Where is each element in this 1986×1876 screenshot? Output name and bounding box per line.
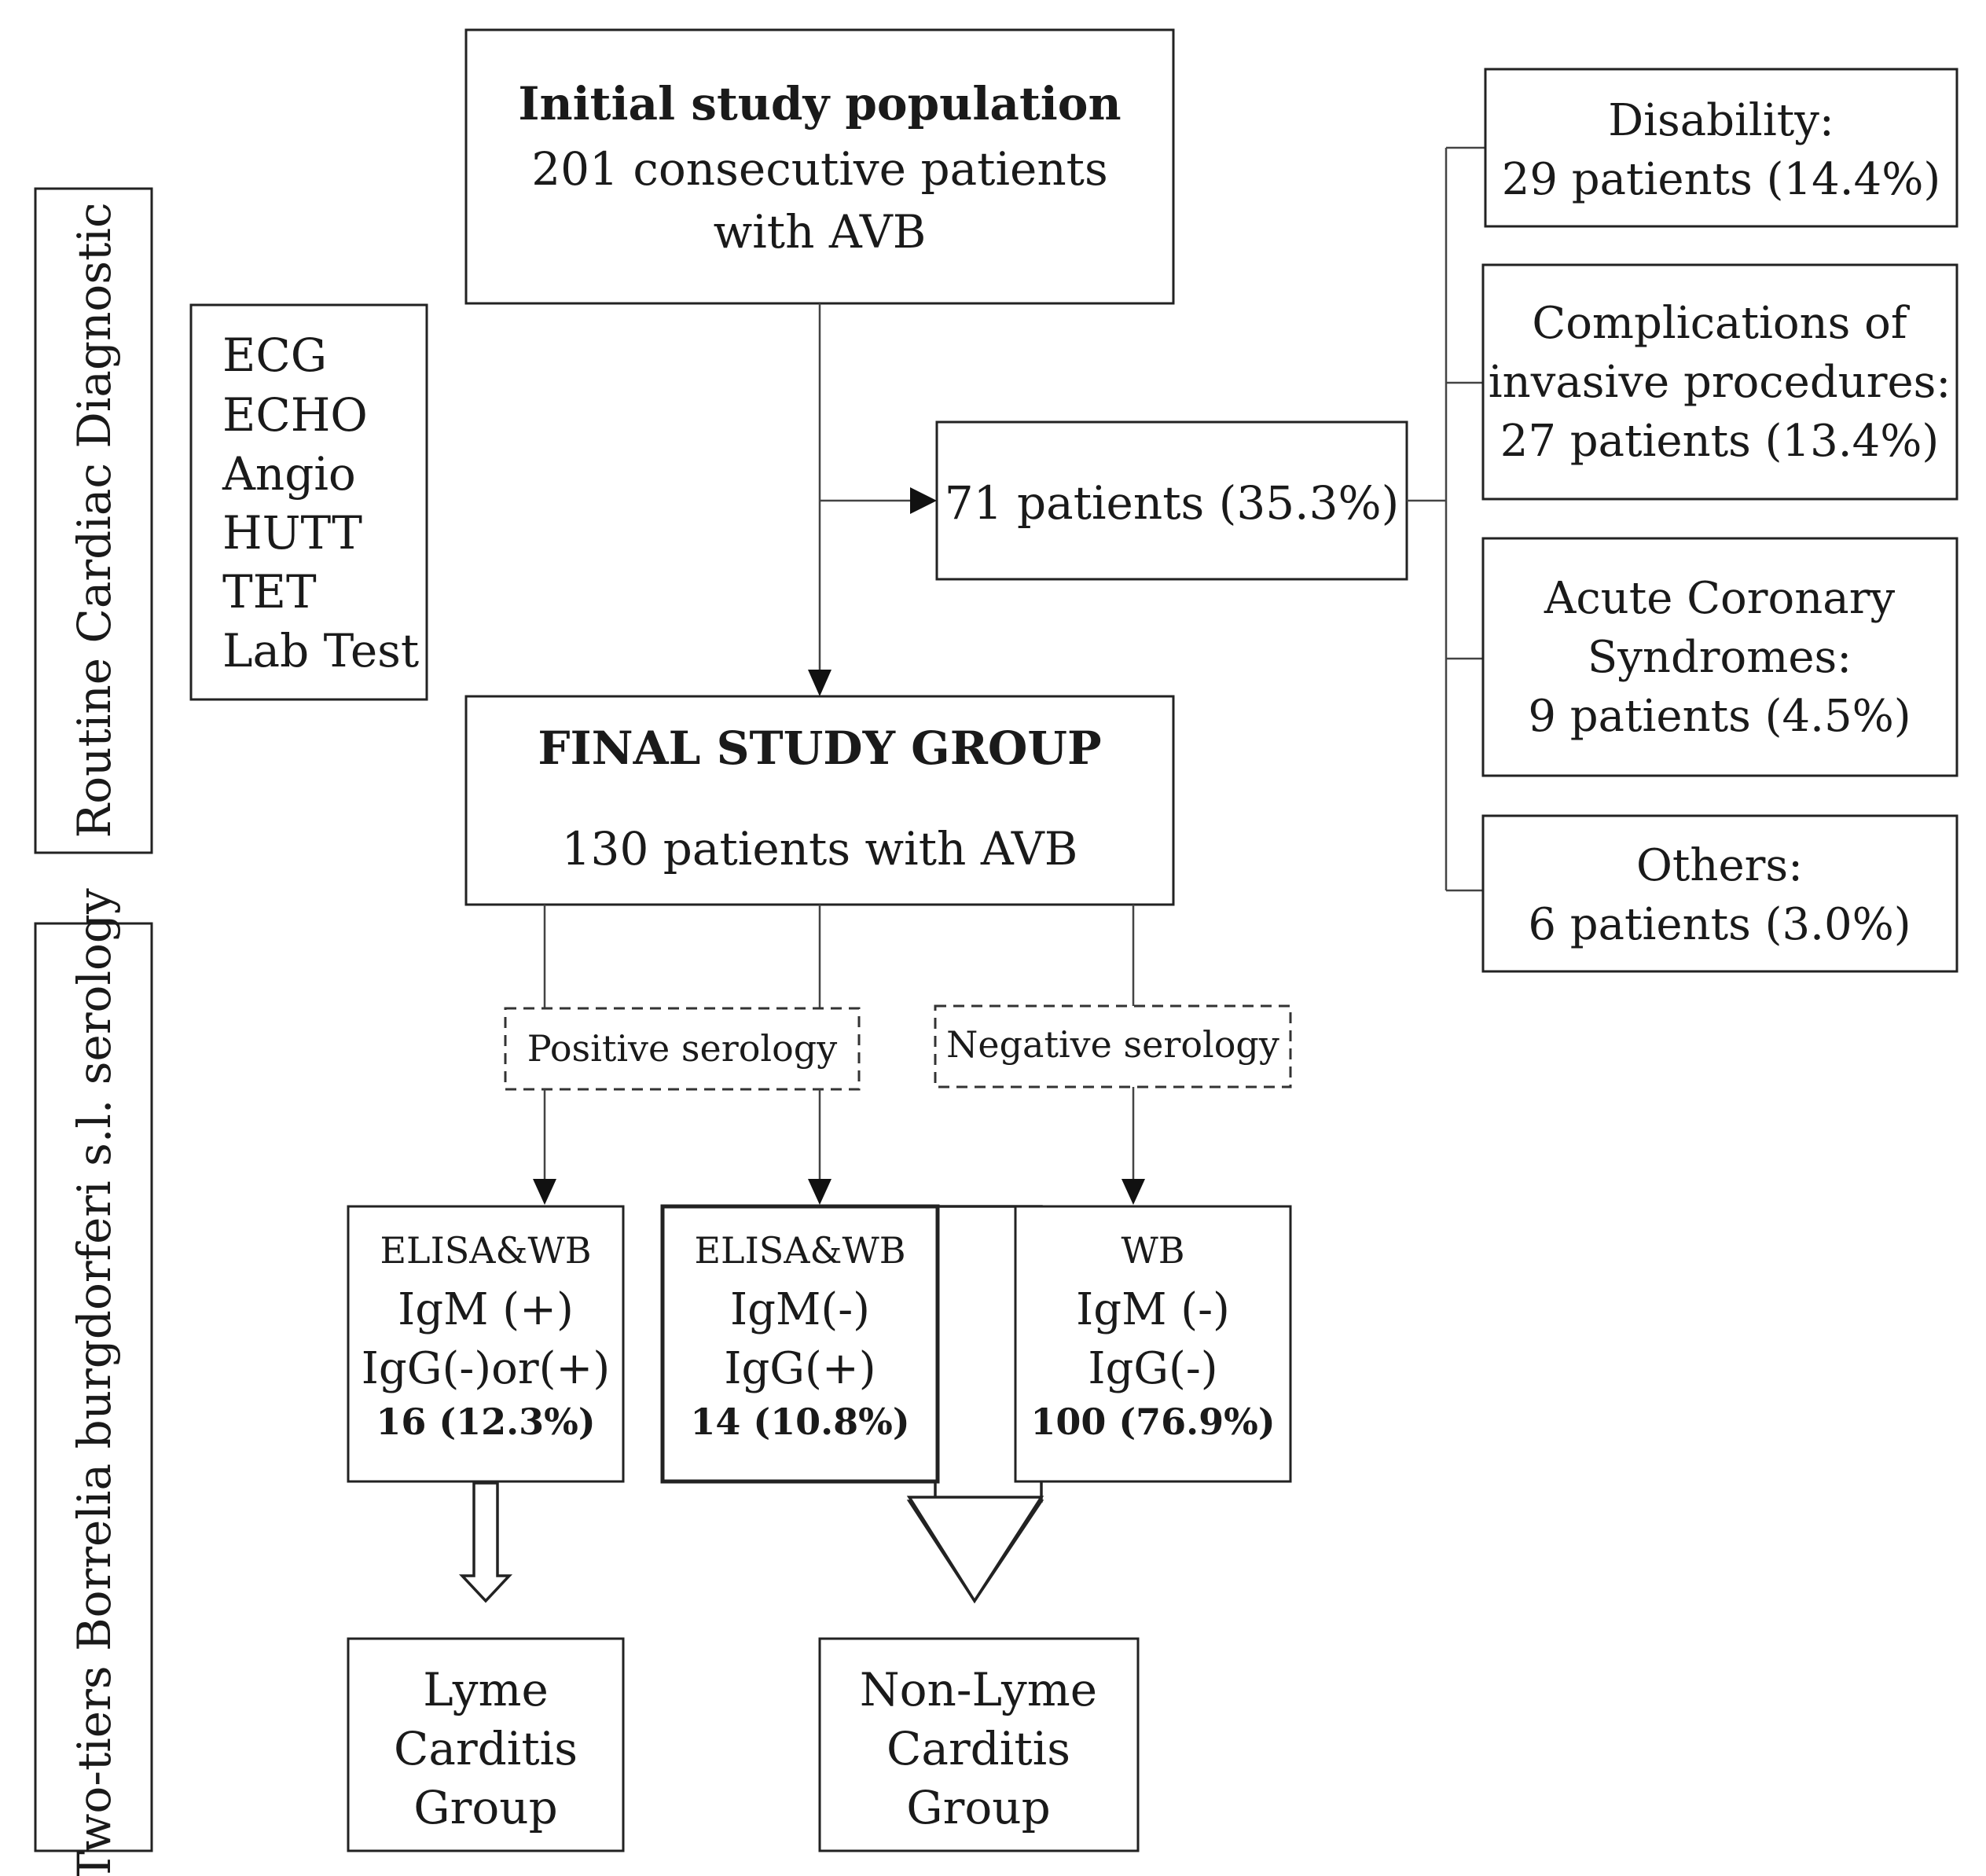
result-count: 100 (76.9%): [1030, 1401, 1275, 1443]
group-line: Carditis: [394, 1722, 578, 1775]
reason-line: 9 patients (4.5%): [1528, 691, 1911, 742]
result-igm: IgM (-): [1076, 1284, 1230, 1335]
group-line: Non-Lyme: [860, 1663, 1097, 1716]
diagnostic-item: TET: [222, 565, 317, 619]
reason-line: Others:: [1636, 840, 1803, 891]
routine-diagnostic-label: Routine Cardiac Diagnostic: [68, 203, 121, 839]
result-method: WB: [1121, 1229, 1184, 1272]
arrowhead-result3: [1121, 1179, 1145, 1205]
diagnostic-item: Lab Test: [222, 624, 419, 677]
reason-box-complications: Complications of invasive procedures: 27…: [1481, 263, 1958, 501]
result-igm: IgM(-): [730, 1284, 870, 1335]
non-lyme-group-box: Non-Lyme Carditis Group: [818, 1637, 1140, 1852]
initial-population-box: Initial study population 201 consecutive…: [464, 28, 1175, 305]
final-group-box: FINAL STUDY GROUP 130 patients with AVB: [464, 695, 1175, 906]
final-title: FINAL STUDY GROUP: [538, 721, 1101, 775]
diagnostic-item: Angio: [222, 447, 356, 501]
serology-label: Two-tiers Borrelia burgdorferi s.l. sero…: [68, 888, 121, 1876]
initial-title: Initial study population: [518, 77, 1121, 130]
reason-line: Complications of: [1532, 298, 1911, 349]
group-line: Carditis: [887, 1722, 1070, 1775]
arrowhead-final: [808, 670, 831, 696]
result-igg: IgG(-): [1088, 1343, 1217, 1394]
result-box-lyme-igm: ELISA&WB IgM (+) IgG(-)or(+) 16 (12.3%): [347, 1205, 625, 1483]
result-method: ELISA&WB: [694, 1229, 905, 1272]
lyme-group-box: Lyme Carditis Group: [347, 1637, 625, 1852]
reason-box-acs: Acute Coronary Syndromes: 9 patients (4.…: [1481, 537, 1958, 777]
non-lyme-hollow-arrow-head: [906, 1496, 1044, 1604]
initial-line1: 201 consecutive patients: [531, 142, 1108, 196]
diagnostic-item: ECHO: [222, 388, 368, 442]
reason-line: 29 patients (14.4%): [1502, 154, 1941, 205]
result-igg: IgG(+): [724, 1343, 876, 1394]
result-method: ELISA&WB: [380, 1229, 591, 1272]
reason-line: 6 patients (3.0%): [1528, 899, 1911, 950]
diagnostic-item: HUTT: [222, 506, 362, 560]
arrowhead-result1: [533, 1179, 556, 1205]
reason-line: invasive procedures:: [1489, 357, 1951, 408]
reason-line: Acute Coronary: [1544, 573, 1896, 624]
reason-box-others: Others: 6 patients (3.0%): [1481, 814, 1958, 973]
lyme-hollow-arrow: [458, 1481, 513, 1603]
arrowhead-result2: [808, 1179, 831, 1205]
group-line: Lyme: [423, 1663, 549, 1716]
arrowhead-excluded: [910, 487, 937, 514]
positive-serology-label: Positive serology: [527, 1027, 837, 1070]
group-line: Group: [413, 1781, 557, 1834]
serology-side-label: Two-tiers Borrelia burgdorferi s.l. sero…: [34, 888, 153, 1876]
excluded-box: 71 patients (35.3%): [935, 420, 1408, 581]
reason-box-disability: Disability: 29 patients (14.4%): [1484, 68, 1958, 228]
positive-serology-box: Positive serology: [504, 1007, 861, 1091]
result-igg: IgG(-)or(+): [362, 1343, 610, 1394]
reason-line: 27 patients (13.4%): [1500, 416, 1940, 467]
reason-line: Disability:: [1608, 95, 1834, 146]
result-count: 14 (10.8%): [690, 1401, 909, 1443]
result-count: 16 (12.3%): [376, 1401, 595, 1443]
negative-serology-label: Negative serology: [946, 1023, 1279, 1066]
final-subtitle: 130 patients with AVB: [562, 822, 1078, 876]
result-igm: IgM (+): [398, 1284, 574, 1335]
diagnostics-list-box: ECG ECHO Angio HUTT TET Lab Test: [189, 303, 428, 701]
routine-diagnostic-side-label: Routine Cardiac Diagnostic: [34, 187, 153, 854]
initial-line2: with AVB: [714, 205, 927, 259]
result-box-igg-positive: ELISA&WB IgM(-) IgG(+) 14 (10.8%): [660, 1204, 940, 1484]
reason-line: Syndromes:: [1588, 632, 1852, 683]
group-line: Group: [906, 1781, 1050, 1834]
result-box-seronegative: WB IgM (-) IgG(-) 100 (76.9%): [1014, 1205, 1292, 1483]
diagnostic-item: ECG: [222, 329, 327, 382]
negative-serology-box: Negative serology: [934, 1004, 1292, 1089]
excluded-total: 71 patients (35.3%): [945, 476, 1400, 530]
